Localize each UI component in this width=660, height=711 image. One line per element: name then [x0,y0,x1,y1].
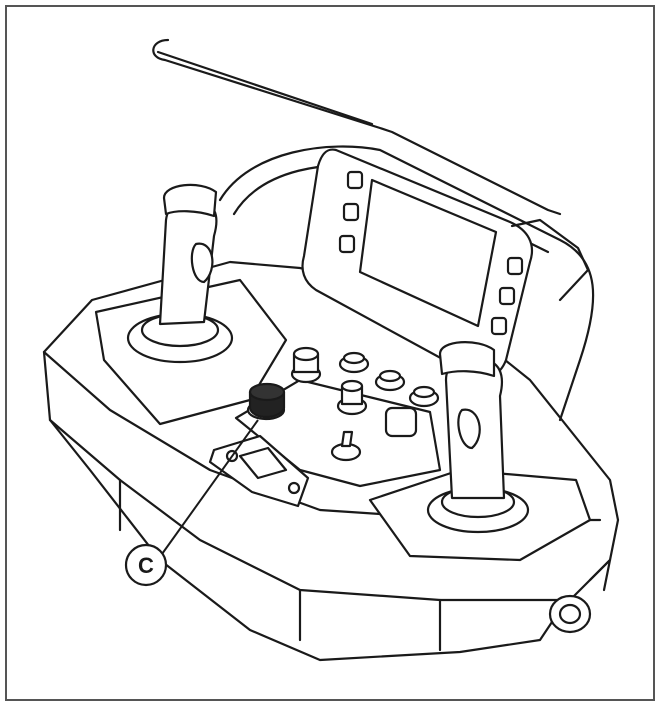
callout-leader-line [161,419,259,555]
rear-arch [218,145,595,422]
knob-c [246,382,286,421]
display-button-6 [490,316,508,336]
display-button-2 [342,202,360,222]
display-screen [358,178,498,328]
callout-label: C [138,553,154,578]
right-joystick-trigger [457,408,481,450]
left-joystick-trigger [190,242,214,284]
handle-bar-edge [156,50,374,126]
front-display-window [238,446,288,480]
handle-bar [152,38,562,216]
frame-border [5,5,655,701]
display-button-4 [506,256,524,276]
control-knobs [290,346,440,462]
display-button-5 [498,286,516,306]
display-bracket [510,218,590,302]
console-body [42,38,620,662]
display-button-1 [346,170,364,190]
left-joystick-top [162,183,218,218]
right-joystick-top [438,341,496,378]
callout-circle [124,543,168,587]
base-lower-edge [48,418,562,602]
display-button-3 [338,234,356,254]
